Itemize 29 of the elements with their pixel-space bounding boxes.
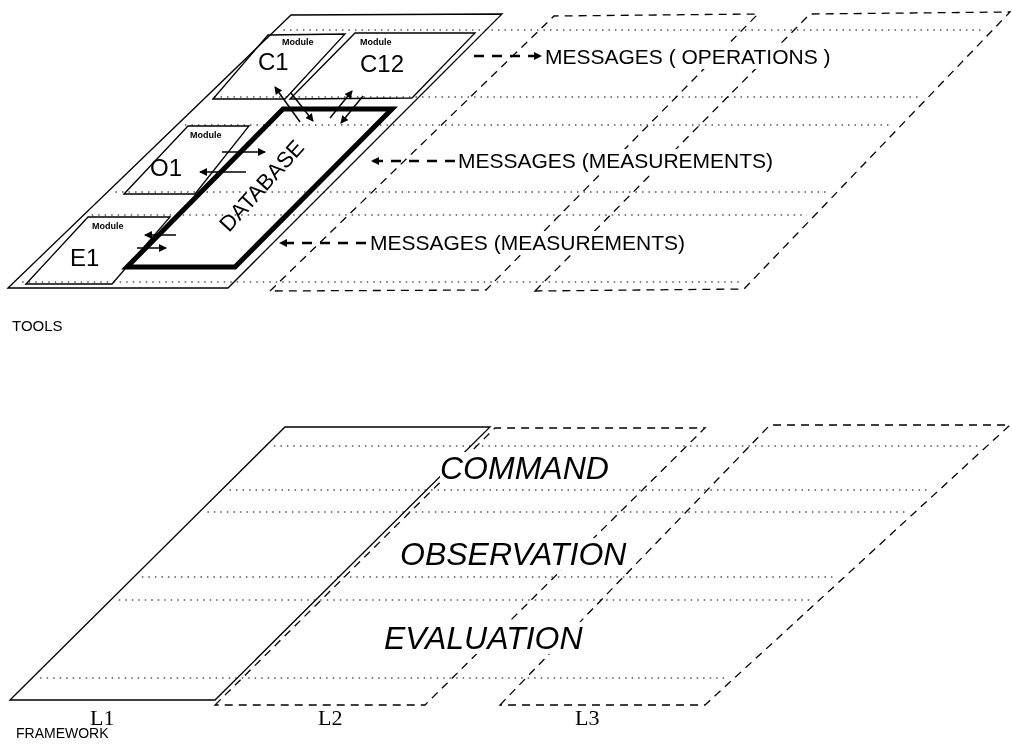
arrow <box>340 95 364 124</box>
message-label: MESSAGES ( OPERATIONS ) <box>545 45 831 69</box>
layer-label: L3 <box>575 707 600 729</box>
arrow <box>144 231 177 239</box>
dashed-arrow <box>371 157 455 165</box>
layer-title: FRAMEWORK <box>16 726 109 740</box>
arrow <box>329 90 353 119</box>
arrow <box>221 148 266 156</box>
dashed-arrow <box>279 239 366 247</box>
message-label: MESSAGES (MEASUREMENTS) <box>370 231 686 255</box>
arrow <box>199 168 247 176</box>
arrow <box>290 92 314 122</box>
band-label: EVALUATION <box>384 622 583 654</box>
band-label: OBSERVATION <box>400 538 627 570</box>
dashed-arrow <box>474 52 542 60</box>
module-name: E1 <box>70 246 100 270</box>
module-label: Module <box>360 38 392 47</box>
layer-label: L2 <box>318 707 343 729</box>
module-name: C12 <box>360 52 405 76</box>
module-label: Module <box>190 131 222 140</box>
arrow <box>136 244 167 252</box>
module-name: O1 <box>150 156 182 180</box>
module-name: C1 <box>258 50 289 74</box>
arrow <box>274 86 301 123</box>
layer-label: L1 <box>90 707 115 729</box>
layer-title: TOOLS <box>12 318 63 333</box>
message-label: MESSAGES (MEASUREMENTS) <box>458 149 774 173</box>
module-label: Module <box>282 38 314 47</box>
module-label: Module <box>92 222 124 231</box>
